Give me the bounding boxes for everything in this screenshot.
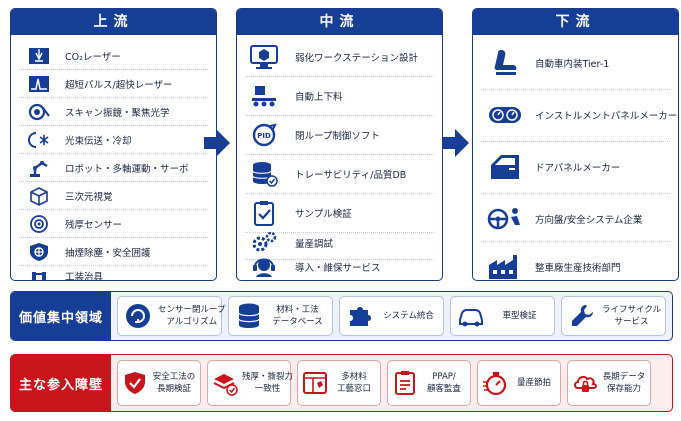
closed-loop-icon [124, 302, 152, 330]
clamp-icon [27, 266, 51, 280]
downstream-item-steering-safety: 方向盤/安全システム企業 [473, 195, 678, 243]
laser-beam-icon [27, 46, 51, 66]
svg-text:PID: PID [257, 132, 271, 140]
value-card-sensor-loop: センサー閉ループアルゴリズム [117, 296, 226, 336]
fan-shield-icon [27, 242, 51, 262]
value-card-system-integration: システム統合 [339, 296, 444, 336]
value-card-material-database: 材料・工法データベース [228, 296, 333, 336]
downstream-column: 下流 自動車内装Tier-1 インストルメントパネルメーカー ドアパネルメーカー… [472, 8, 679, 281]
barrier-card-safety-verification: 安全工法の長期検証 [117, 360, 201, 406]
factory-icon [487, 251, 523, 280]
value-card-vehicle-verification: 車型検証 [450, 296, 555, 336]
flow-arrow-2 [443, 128, 469, 158]
midstream-column: 中流 弱化ワークステーション設計 自動上下料 PID 閉ループ制御ソフト トレー… [236, 8, 443, 281]
wrench-icon [568, 302, 596, 330]
puzzle-icon [346, 302, 374, 330]
car-icon [457, 302, 485, 330]
target-sensor-icon [27, 214, 51, 234]
checklist-icon [392, 370, 418, 396]
flow-arrow-1 [204, 128, 230, 158]
barrier-card-mass-production-takt: 量産節拍 [477, 360, 561, 406]
downstream-title: 下流 [473, 9, 678, 35]
midstream-item-closed-loop-software: PID 閉ループ制御ソフト [237, 117, 442, 153]
cloud-lock-icon [572, 370, 598, 396]
car-seat-icon [487, 47, 523, 79]
barrier-card-ppap-audit: PPAP/顧客監査 [387, 360, 471, 406]
upstream-column: 上流 CO₂レーザー 超短パルス/超快レーザー スキャン振鏡・聚焦光学 光束伝送… [10, 8, 217, 281]
value-concentration-band: 価値集中領域 センサー閉ループアルゴリズム 材料・工法データベース システム統合… [10, 291, 673, 341]
layers-check-icon [212, 370, 238, 396]
midstream-item-sample-verification: サンプル検証 [237, 195, 442, 231]
value-band-label: 価値集中領域 [11, 292, 111, 340]
dashboard-icon [487, 99, 523, 131]
upstream-item-beam-cooling: 光束伝送・冷却 [11, 127, 216, 153]
downstream-item-oem-production-engineering: 整車廠生産技術部門 [473, 243, 678, 280]
midstream-title: 中流 [237, 9, 442, 35]
barrier-card-multi-material-window: 多材料工藝窓口 [297, 360, 381, 406]
entry-barrier-band: 主な参入障壁 安全工法の長期検証 残厚・撕裂力一致性 多材料工藝窓口 PPAP/… [10, 354, 673, 412]
upstream-item-3d-vision: 三次元視覚 [11, 183, 216, 209]
downstream-item-instrument-panel: インストルメントパネルメーカー [473, 91, 678, 139]
gears-icon [249, 229, 279, 257]
barrier-band-label: 主な参入障壁 [11, 355, 111, 411]
cube-icon [27, 186, 51, 206]
upstream-item-thickness-sensor: 残厚センサー [11, 211, 216, 237]
stopwatch-icon [482, 370, 508, 396]
downstream-item-interior-tier1: 自動車内装Tier-1 [473, 39, 678, 87]
clipboard-check-icon [249, 199, 279, 227]
shield-check-icon [122, 370, 148, 396]
car-door-icon [487, 151, 523, 183]
upstream-item-ultrashort-pulse: 超短パルス/超快レーザー [11, 71, 216, 97]
pid-loop-icon: PID [249, 121, 279, 149]
upstream-item-co2-laser: CO₂レーザー [11, 43, 216, 69]
midstream-item-auto-loading: 自動上下料 [237, 78, 442, 114]
robot-arm-icon [27, 158, 51, 178]
midstream-item-workstation-design: 弱化ワークステーション設計 [237, 39, 442, 75]
upstream-item-robot-servo: ロボット・多軸運動・サーボ [11, 155, 216, 181]
scan-mirror-icon [27, 102, 51, 122]
downstream-item-door-panel: ドアパネルメーカー [473, 143, 678, 191]
upstream-item-fume-extraction: 抽煙除塵・安全囲護 [11, 239, 216, 265]
conveyor-icon [249, 82, 279, 110]
barrier-card-thickness-consistency: 残厚・撕裂力一致性 [207, 360, 293, 406]
value-card-lifecycle-service: ライフサイクルサービス [561, 296, 666, 336]
upstream-item-scan-optics: スキャン振鏡・聚焦光学 [11, 99, 216, 125]
database-icon [235, 302, 263, 330]
midstream-item-mass-production-tuning: 量産調試 [237, 225, 442, 261]
midstream-item-traceability-db: トレーサビリティ/品質DB [237, 156, 442, 192]
beam-snowflake-icon [27, 130, 51, 150]
monitor-cube-icon [249, 43, 279, 71]
barrier-card-long-term-data: 長期データ保存能力 [567, 360, 651, 406]
midstream-item-maintenance-service: 導入・維保サービス [237, 249, 442, 280]
materials-window-icon [302, 370, 328, 396]
headset-icon [249, 253, 279, 280]
upstream-title: 上流 [11, 9, 216, 35]
steering-airbag-icon [487, 203, 523, 235]
pulse-wave-icon [27, 74, 51, 94]
database-check-icon [249, 160, 279, 188]
upstream-item-jig-fixture: 工装治具 [11, 263, 216, 280]
